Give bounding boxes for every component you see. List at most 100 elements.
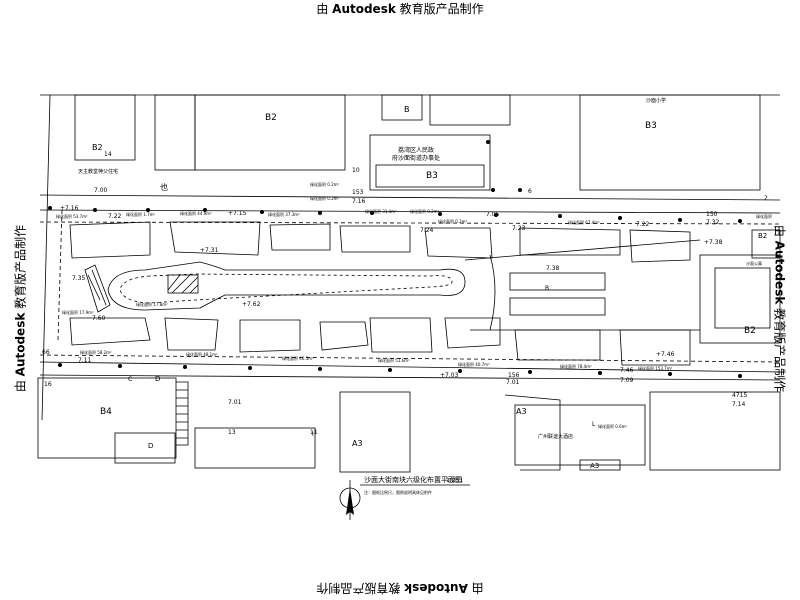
area-a15: 绿化面积 46.5m² bbox=[282, 355, 314, 361]
elev-e723: 7.23 bbox=[512, 225, 526, 232]
block-d2: D bbox=[148, 442, 153, 450]
building-b3-gov-inner bbox=[375, 164, 485, 188]
elev-e716: +7.16 bbox=[60, 205, 79, 212]
label-ch: 也 bbox=[160, 182, 168, 192]
block-c1: C bbox=[128, 376, 132, 383]
area-a9: 绿化面积 0.2m² bbox=[438, 218, 468, 224]
elev-e746: +7.46 bbox=[656, 351, 675, 358]
area-a6: 绿化面积 37.3m² bbox=[268, 211, 300, 217]
elev-e731: +7.31 bbox=[200, 247, 219, 254]
area-a1: 绿化面积 0.2m² bbox=[310, 181, 340, 187]
green-plot-s2 bbox=[164, 317, 219, 351]
upper-road-dashed bbox=[39, 221, 781, 225]
central-lawn-inner bbox=[119, 273, 453, 304]
label-n16: 16 bbox=[44, 381, 52, 388]
label-n156: 156 bbox=[508, 372, 520, 379]
green-plot-s6 bbox=[444, 317, 501, 349]
green-plot-s7 bbox=[514, 329, 601, 361]
building-b3-right bbox=[579, 94, 761, 191]
block-b4: B4 bbox=[100, 407, 112, 417]
label-school: 沙面小学 bbox=[646, 97, 666, 104]
elev-e715: +7.15 bbox=[228, 210, 247, 217]
building-guangzhou bbox=[514, 404, 646, 466]
elev-e730: 7.38 bbox=[546, 265, 560, 272]
plan-title: 沙面大街南块六级化布置平面图 bbox=[364, 475, 462, 484]
area-a19: 绿化面积 153.7m² bbox=[638, 365, 673, 371]
block-a3-c: A3 bbox=[590, 462, 599, 470]
left-road-edge bbox=[41, 94, 51, 421]
area-a17: 绿化面积 40.7m² bbox=[458, 361, 490, 367]
right-promenade bbox=[464, 239, 701, 331]
elev-e66: 66 bbox=[42, 349, 50, 356]
elev-e760: 7.60 bbox=[92, 315, 106, 322]
green-plot-n2 bbox=[169, 221, 261, 256]
building-a3-mid bbox=[504, 394, 561, 471]
label-gov-1: 荔湾区人民政 bbox=[398, 146, 434, 154]
upper-road-curb-1 bbox=[39, 194, 781, 201]
elev-e735: 7.35 bbox=[72, 275, 86, 282]
elev-e716b: 7.16 bbox=[352, 198, 366, 205]
elev-e705: 7.05 bbox=[486, 211, 500, 218]
building-upper-left-2 bbox=[154, 94, 196, 171]
lower-road-curb-1 bbox=[39, 361, 781, 373]
green-plot-n1 bbox=[69, 221, 151, 259]
elev-e711: 7.11 bbox=[78, 357, 92, 364]
green-plot-s1 bbox=[69, 317, 151, 346]
building-b2-upper-left bbox=[74, 94, 136, 161]
area-a13: 绿化面积 58.2m² bbox=[80, 349, 112, 355]
block-b-sm2: B bbox=[545, 285, 549, 292]
building-b4 bbox=[37, 377, 177, 459]
elev-e762: +7.62 bbox=[242, 301, 261, 308]
label-n153: 153 bbox=[352, 189, 364, 196]
block-b3-center: B3 bbox=[426, 171, 438, 181]
label-n4715: 4715 bbox=[732, 392, 747, 399]
area-a21: 绿化面积 bbox=[756, 213, 772, 219]
label-n13: 13 bbox=[228, 429, 236, 436]
block-b2-top: B2 bbox=[265, 113, 277, 123]
building-b2-top bbox=[194, 94, 346, 171]
green-plot-n5 bbox=[424, 227, 493, 259]
elev-e738: +7.38 bbox=[704, 239, 723, 246]
building-bottom-mid-1 bbox=[194, 427, 316, 469]
elev-e700: 7.00 bbox=[94, 187, 108, 194]
elev-e701b: 7.01 bbox=[228, 399, 242, 406]
area-a16: 绿化面积 51.6m² bbox=[378, 357, 410, 363]
elev-e746b: 7.46 bbox=[620, 367, 634, 374]
block-b3-right: B3 bbox=[645, 121, 657, 131]
green-plot-s4 bbox=[319, 321, 369, 351]
green-plot-s3 bbox=[239, 319, 301, 353]
elev-e722: 7.22 bbox=[108, 213, 122, 220]
label-n2: 2 bbox=[764, 195, 768, 202]
block-i1: I bbox=[312, 431, 314, 438]
area-a20: 绿化面积 0.6m² bbox=[598, 423, 628, 429]
pavilion-hatch bbox=[167, 274, 199, 294]
label-church: 天主教堂神父住宅 bbox=[78, 168, 118, 175]
upper-road-curb-2 bbox=[39, 209, 781, 214]
green-plot-n4 bbox=[339, 225, 411, 253]
elev-e714: 7.14 bbox=[732, 401, 746, 408]
plan-note: 注：图纸比例尺，图例说明具体见附件 bbox=[364, 489, 432, 495]
lower-road-curb-2 bbox=[39, 374, 781, 381]
building-b2-right bbox=[699, 254, 781, 344]
building-a3-left bbox=[339, 391, 411, 473]
area-a5: 绿化面积 44.9m² bbox=[180, 210, 212, 216]
area-a10: 绿化面积 67.4m² bbox=[568, 219, 600, 225]
north-arrow-fill bbox=[346, 488, 354, 515]
green-plot-n7 bbox=[629, 229, 691, 263]
elev-e701: 7.01 bbox=[506, 379, 520, 386]
lower-road-dashed bbox=[39, 354, 781, 363]
elev-e703: +7.03 bbox=[440, 372, 459, 379]
area-a11: 绿化面积 17.8m² bbox=[136, 301, 168, 307]
building-bottom-right bbox=[649, 391, 781, 471]
area-a22: 沙面公寓 bbox=[746, 260, 762, 266]
label-guangzhou: 广州联谊大酒店 bbox=[538, 433, 573, 440]
green-plot-s8 bbox=[619, 329, 691, 366]
left-hatched-structure bbox=[84, 264, 111, 313]
elev-e709: 7.09 bbox=[620, 377, 634, 384]
central-promenade bbox=[107, 261, 466, 311]
block-a3-b: A3 bbox=[516, 407, 527, 416]
block-b-small: B bbox=[404, 105, 410, 114]
area-a4: 绿化面积 1.7m² bbox=[126, 211, 156, 217]
building-b3-gov bbox=[369, 134, 491, 191]
area-a18: 绿化面积 78.4m² bbox=[560, 363, 592, 369]
